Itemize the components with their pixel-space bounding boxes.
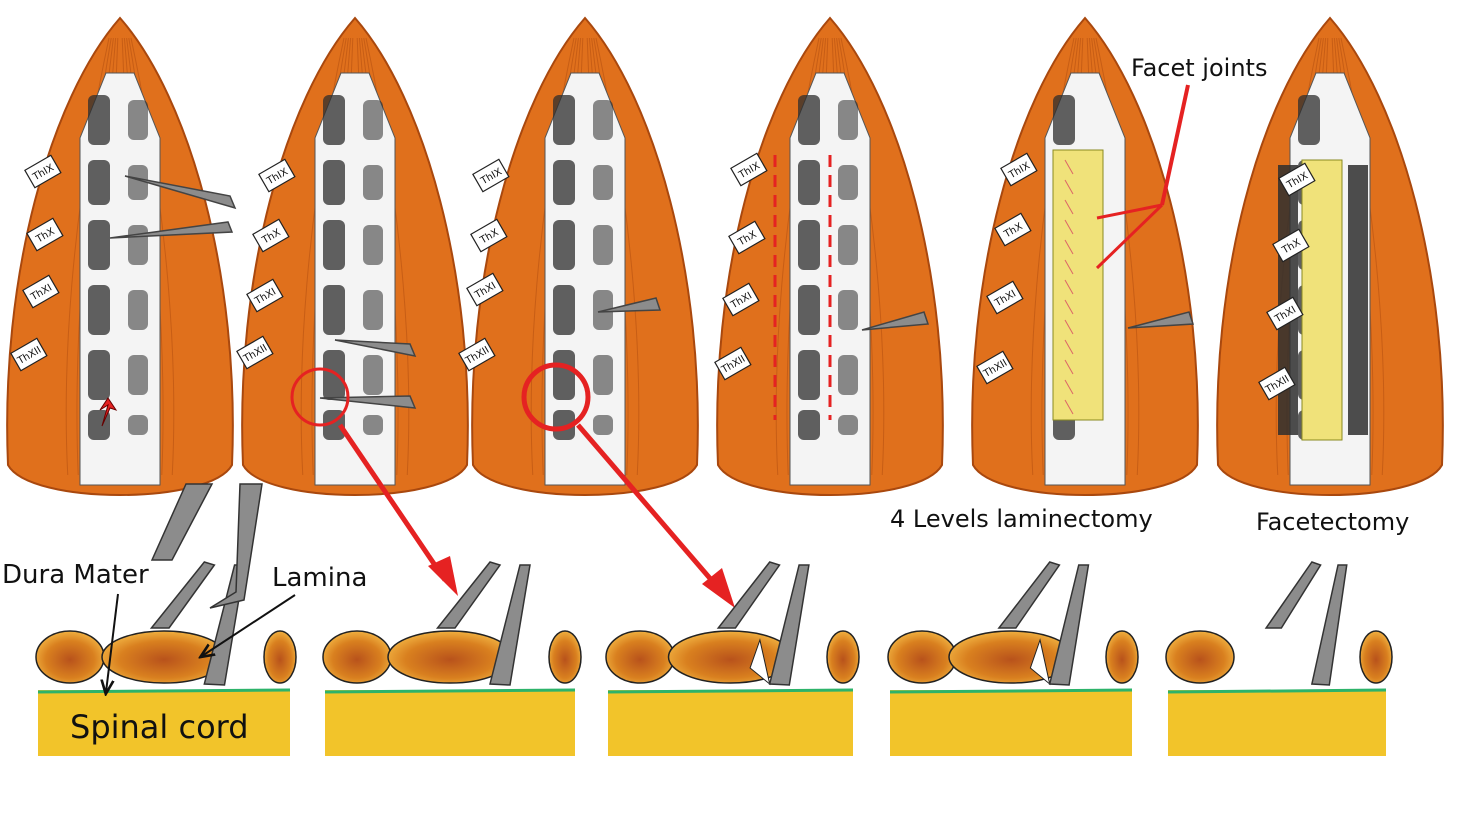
- top-panels-row: ThIXThXThXIThXIIThIXThXThXIThXIIThIXThXT…: [6, 16, 1444, 496]
- vertebra-tag: ThXI: [722, 282, 760, 317]
- rongeur-jaw-icon: [716, 561, 781, 629]
- lamina-oval: [35, 630, 105, 684]
- vertebra-tag: ThXII: [10, 337, 48, 372]
- dura-line: [607, 688, 854, 694]
- rongeur-icon: [124, 175, 237, 210]
- vertebra-tag: ThX: [470, 218, 508, 253]
- vertebra-tag: ThXI: [246, 278, 284, 313]
- rongeur-jaw-icon: [435, 561, 502, 629]
- vertebra-tag: ThXI: [1266, 296, 1304, 331]
- rongeur-icon: [597, 297, 662, 313]
- vertebra-tag: ThXI: [986, 280, 1024, 315]
- lamina-cut: [749, 638, 771, 686]
- vertebra-tag: ThXII: [458, 337, 496, 372]
- vertebra-tag: ThIX: [258, 158, 296, 193]
- vertebra-tag: ThXI: [22, 274, 60, 309]
- lamina-oval: [548, 630, 582, 684]
- lamina-pointer: [202, 594, 296, 656]
- rongeur-icon: [334, 339, 417, 358]
- cross-section-5: [1165, 561, 1393, 756]
- vertebra-tag: ThXII: [236, 335, 274, 370]
- zoom-indicators: [290, 362, 735, 608]
- facet-joints-pointer: [1095, 84, 1190, 270]
- rongeur-tip-icon: [1310, 564, 1348, 686]
- rongeur-icon: [109, 221, 234, 239]
- spinal-cord-block: [38, 690, 290, 756]
- vertebra-tag: ThIX: [1278, 162, 1316, 197]
- lamina-oval: [826, 630, 860, 684]
- rongeur-jaw-icon: [149, 561, 216, 629]
- vertebra-tag: ThIX: [1000, 152, 1038, 187]
- cross-section-2: [322, 561, 582, 756]
- vertebra-tag: ThX: [252, 218, 290, 253]
- vertebra-tag: ThIX: [472, 158, 510, 193]
- vertebra-tag: ThX: [1272, 228, 1310, 263]
- vertebra-tag: ThXII: [976, 350, 1014, 385]
- spinal-cord-block: [325, 690, 575, 756]
- exposed-dura: [1301, 159, 1343, 441]
- lamina-oval: [263, 630, 297, 684]
- vertebra-tag: ThXII: [714, 346, 752, 381]
- dura-pointer: [106, 593, 119, 692]
- rongeur-icon: [319, 395, 417, 409]
- panel-step-3: ThIX ThX ThXI ThXII: [458, 16, 699, 496]
- panel-step-5: ThIX ThX ThXI ThXII: [971, 16, 1199, 496]
- lamina-oval: [605, 630, 675, 684]
- lamina-oval: [1359, 630, 1393, 684]
- lamina-cut: [1029, 638, 1051, 686]
- panel-step-6: ThIX ThX ThXI ThXII: [1216, 16, 1444, 496]
- rongeur-icon: [861, 311, 930, 331]
- zoom-circle-1: [290, 367, 350, 427]
- vertebra-tag: ThXI: [466, 272, 504, 307]
- rongeur-tip-icon: [768, 564, 810, 686]
- zoom-circle-2: [521, 362, 591, 432]
- vertebra-tag: ThXII: [1258, 366, 1296, 401]
- zoom-arrow-2: [576, 423, 722, 592]
- vertebra-tag: ThX: [728, 220, 766, 255]
- rongeur-jaw-icon: [997, 561, 1061, 629]
- spinal-cord-block: [1168, 690, 1386, 756]
- dura-mater-label: Dura Mater: [2, 560, 149, 590]
- lamina-oval: [1105, 630, 1139, 684]
- dura-line: [889, 688, 1133, 694]
- start-arrow-icon: [99, 397, 118, 427]
- panel-step-4: ThIX ThX ThXI ThXII: [714, 16, 944, 496]
- vertebra-tag: ThIX: [24, 154, 62, 189]
- facet-joints-label: Facet joints: [1131, 54, 1267, 82]
- rongeur-tip-icon: [1048, 564, 1090, 686]
- spinal-cord-label: Spinal cord: [70, 708, 249, 746]
- lamina-oval: [322, 630, 392, 684]
- exposed-dura: [1052, 149, 1104, 421]
- vertebra-tag: ThX: [26, 217, 64, 252]
- rongeur-lower-icon: [209, 483, 263, 609]
- cross-section-3: [605, 561, 860, 756]
- dura-line: [1167, 688, 1387, 694]
- label-pointers: [106, 593, 296, 692]
- dura-line: [324, 688, 576, 694]
- zoom-arrow-1: [337, 423, 448, 582]
- vertebra-tag: ThIX: [730, 152, 768, 187]
- lamina-oval: [887, 630, 957, 684]
- rongeur-tip-icon: [489, 564, 531, 686]
- cross-section-1: [35, 561, 297, 756]
- rongeur-upper-icon: [150, 483, 214, 561]
- rongeur-jaw-icon: [1264, 561, 1322, 629]
- spinal-cord-block: [608, 690, 853, 756]
- panel-step-1: ThIX ThX ThXI ThXII: [6, 16, 234, 496]
- laminectomy-label: 4 Levels laminectomy: [890, 505, 1153, 533]
- vertebra-tag: ThX: [994, 212, 1032, 247]
- facetectomy-label: Facetectomy: [1256, 508, 1409, 536]
- panel-step-2: ThIX ThX ThXI ThXII: [236, 16, 469, 496]
- cross-section-row: [35, 483, 1393, 756]
- lamina-label: Lamina: [272, 563, 367, 593]
- dura-line: [37, 688, 291, 694]
- rongeur-icon: [1127, 311, 1195, 329]
- lamina-oval: [1165, 630, 1235, 684]
- cross-section-4: [887, 561, 1139, 756]
- spinal-cord-block: [890, 690, 1132, 756]
